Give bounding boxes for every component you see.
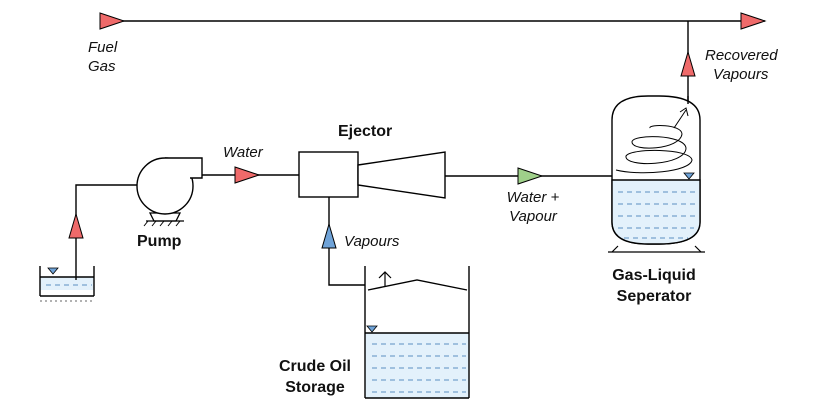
vortex-spiral-icon bbox=[615, 107, 693, 174]
recovered-vapours-label: Recovered Vapours bbox=[705, 46, 778, 84]
water-vapour-label: Water + Vapour bbox=[496, 188, 570, 226]
recovered-vapours-label-line2: Vapours bbox=[713, 66, 769, 83]
gas-liquid-separator bbox=[608, 95, 705, 253]
pump-suction-line bbox=[75, 184, 165, 280]
pump-label: Pump bbox=[137, 233, 182, 250]
fuel-gas-outlet-arrow bbox=[740, 12, 767, 30]
vapours-label: Vapours bbox=[344, 233, 400, 250]
water-vapour-label-line2: Vapour bbox=[509, 208, 557, 225]
crude-oil-storage-label: Crude Oil Storage bbox=[270, 356, 360, 398]
fuel-gas-inlet-arrow bbox=[99, 12, 126, 30]
recovered-vapours-label-line1: Recovered bbox=[705, 47, 778, 64]
separator-label: Gas-Liquid Seperator bbox=[596, 265, 712, 307]
water-flow-arrow bbox=[234, 166, 261, 184]
oil-level-icon bbox=[366, 325, 378, 333]
crude-oil-storage-tank bbox=[364, 266, 470, 399]
water-vapour-flow-arrow bbox=[517, 167, 544, 185]
crude-oil-storage-label-line2: Storage bbox=[285, 379, 345, 396]
water-tank bbox=[39, 266, 95, 302]
vapours-flow-arrow bbox=[321, 222, 337, 249]
suction-flow-arrow bbox=[68, 212, 84, 239]
fuel-gas-label-line1: Fuel bbox=[88, 39, 118, 56]
separator-level-icon bbox=[683, 172, 695, 180]
recovered-vapour-arrow bbox=[680, 50, 696, 77]
separator-label-line1: Gas-Liquid bbox=[612, 267, 696, 284]
vent-cap-icon bbox=[378, 271, 392, 286]
crude-oil-storage-label-line1: Crude Oil bbox=[278, 358, 351, 375]
fuel-gas-label-line2: Gas bbox=[88, 58, 116, 75]
fuel-gas-label: Fuel Gas bbox=[88, 38, 117, 76]
water-label: Water bbox=[223, 144, 263, 161]
pump bbox=[136, 157, 203, 227]
ejector-label: Ejector bbox=[338, 123, 393, 140]
separator-label-line2: Seperator bbox=[616, 288, 692, 305]
ejector bbox=[298, 151, 446, 199]
water-level-icon bbox=[47, 267, 59, 275]
water-vapour-label-line1: Water + bbox=[506, 189, 560, 206]
